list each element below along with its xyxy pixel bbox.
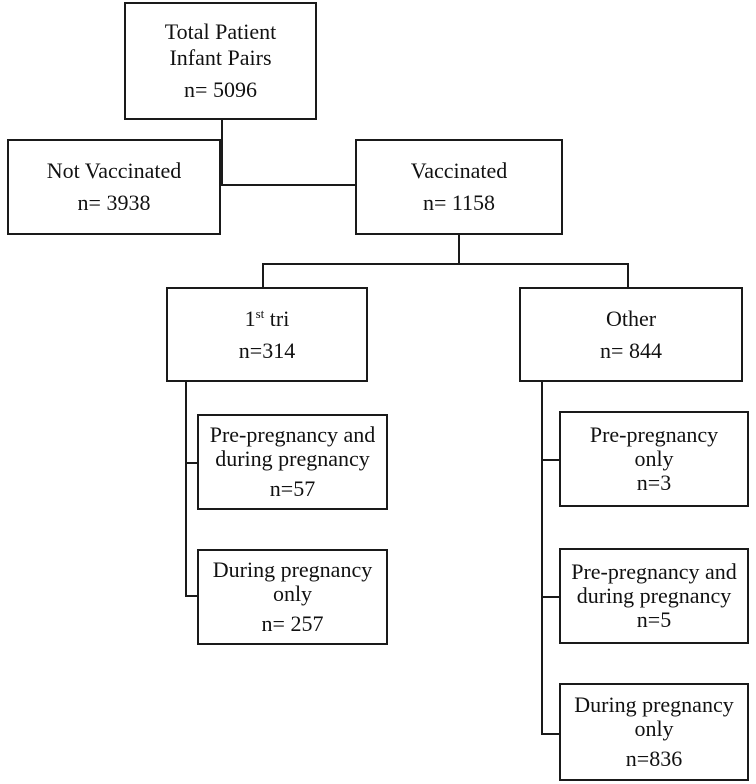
node-label-line1: During pregnancy [574, 692, 734, 717]
connector-other-trunk [541, 381, 543, 735]
node-other-pre-and-during: Pre-pregnancy and during pregnancy n=5 [559, 548, 749, 644]
node-count: n=57 [269, 476, 316, 501]
connector-vaccinated-down [458, 234, 460, 264]
connector-other-branch-2 [541, 596, 559, 598]
node-label-line1: During pregnancy [212, 557, 373, 582]
node-label-line2: during pregnancy [576, 583, 732, 608]
node-not-vaccinated: Not Vaccinated n= 3938 [7, 139, 221, 235]
connector-other-branch-1 [541, 459, 559, 461]
node-count: n=5 [636, 607, 672, 632]
node-label-line1: Pre-pregnancy [589, 422, 719, 447]
node-first-tri-during-only: During pregnancy only n= 257 [197, 549, 388, 645]
connector-first-tri-branch-1 [185, 462, 197, 464]
connector-first-tri-trunk [185, 381, 187, 597]
node-count: n= 844 [600, 337, 662, 363]
node-label-line2: only [634, 716, 674, 741]
connector-other-branch-3 [541, 733, 559, 735]
node-label-prefix: 1 [244, 305, 256, 331]
node-label: Not Vaccinated [46, 158, 182, 183]
node-count: n=836 [625, 746, 683, 771]
node-count: n=314 [238, 337, 296, 363]
node-label-line2: during pregnancy [215, 446, 370, 471]
node-count: n=3 [636, 470, 672, 495]
node-count: n= 1158 [422, 190, 496, 215]
node-other-during-only: During pregnancy only n=836 [559, 683, 749, 781]
connector-to-first-tri [262, 263, 264, 287]
node-label: Vaccinated [410, 158, 508, 183]
node-label-line1: Pre-pregnancy and [209, 422, 376, 447]
connector-total-down [221, 119, 223, 186]
connector-split-horizontal [221, 184, 355, 186]
node-label-line2: Infant Pairs [169, 45, 272, 70]
node-label-line1: Pre-pregnancy and [571, 559, 737, 584]
node-first-trimester: 1st tri n=314 [166, 287, 368, 382]
node-label: 1st tri [245, 306, 290, 332]
node-label-sup: st [255, 305, 265, 321]
node-label: Other [605, 305, 657, 331]
connector-to-other [627, 263, 629, 287]
node-count: n= 3938 [77, 190, 151, 215]
node-vaccinated: Vaccinated n= 1158 [355, 139, 563, 235]
node-label-line2: only [634, 446, 674, 471]
node-label-line1: Total Patient [164, 19, 277, 44]
node-label-suffix: tri [264, 305, 290, 331]
node-other-pre-only: Pre-pregnancy only n=3 [559, 411, 749, 507]
node-first-tri-pre-and-during: Pre-pregnancy and during pregnancy n=57 [197, 414, 388, 510]
node-total-patient-infant-pairs: Total Patient Infant Pairs n= 5096 [124, 2, 317, 120]
node-count: n= 257 [261, 611, 324, 636]
connector-first-tri-branch-2 [185, 595, 197, 597]
node-other: Other n= 844 [519, 287, 743, 382]
connector-vaccinated-branch [262, 263, 629, 265]
node-count: n= 5096 [184, 77, 257, 102]
node-label-line2: only [272, 581, 313, 606]
